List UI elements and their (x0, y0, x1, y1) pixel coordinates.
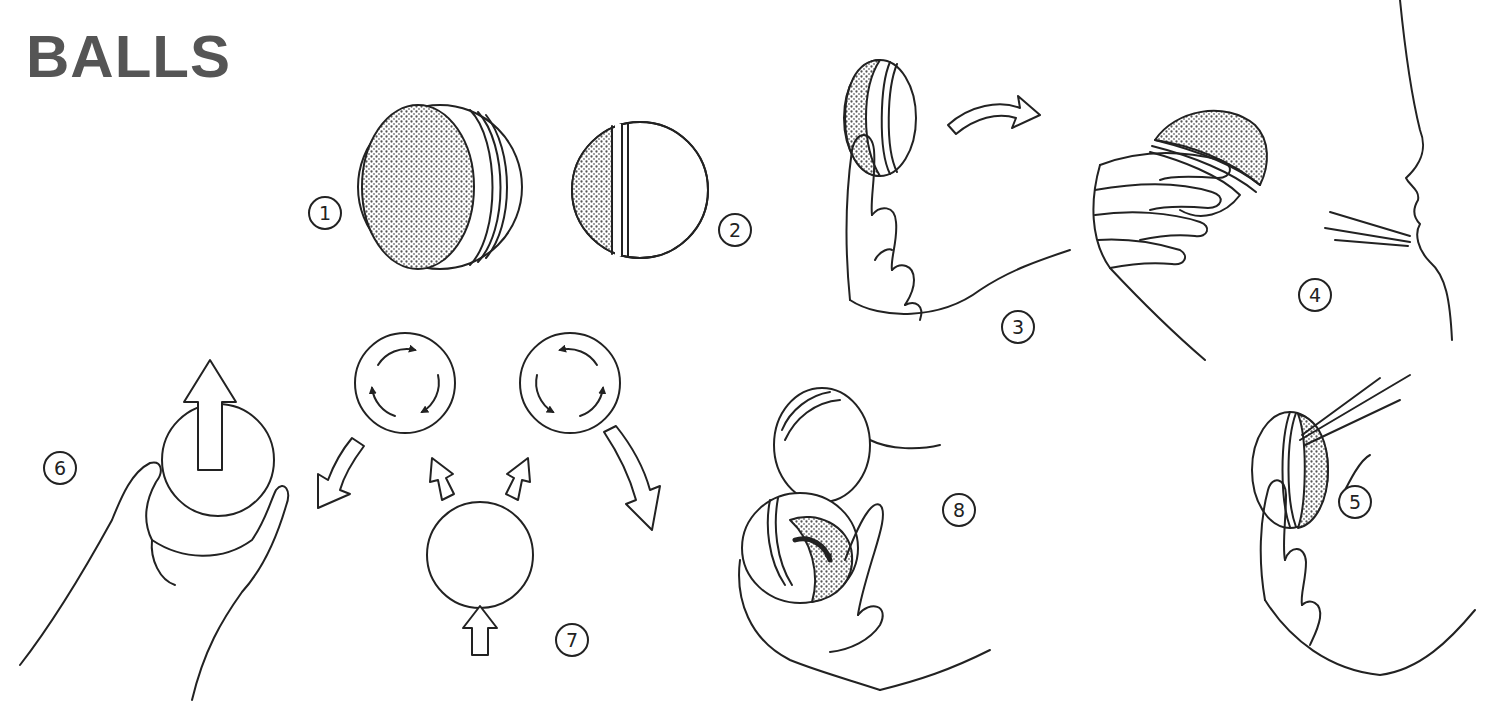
title: BALLS (26, 22, 231, 91)
callout-number: 2 (718, 213, 752, 247)
hand-with-ball (20, 360, 288, 700)
motion-diagram (318, 333, 660, 655)
callout-number: 7 (555, 623, 589, 657)
callout-number: 6 (43, 451, 77, 485)
callout-number: 8 (942, 493, 976, 527)
ball-shell (358, 105, 522, 269)
blowing-figure (1093, 0, 1452, 360)
hand-with-ball (1252, 375, 1475, 675)
callout-number: 1 (308, 196, 342, 230)
hand-with-balls (739, 388, 990, 690)
callout-number: 5 (1338, 485, 1372, 519)
shell-half (570, 120, 708, 260)
callout-number: 4 (1298, 278, 1332, 312)
callout-number: 3 (1001, 310, 1035, 344)
hand-with-shell (844, 60, 1070, 320)
